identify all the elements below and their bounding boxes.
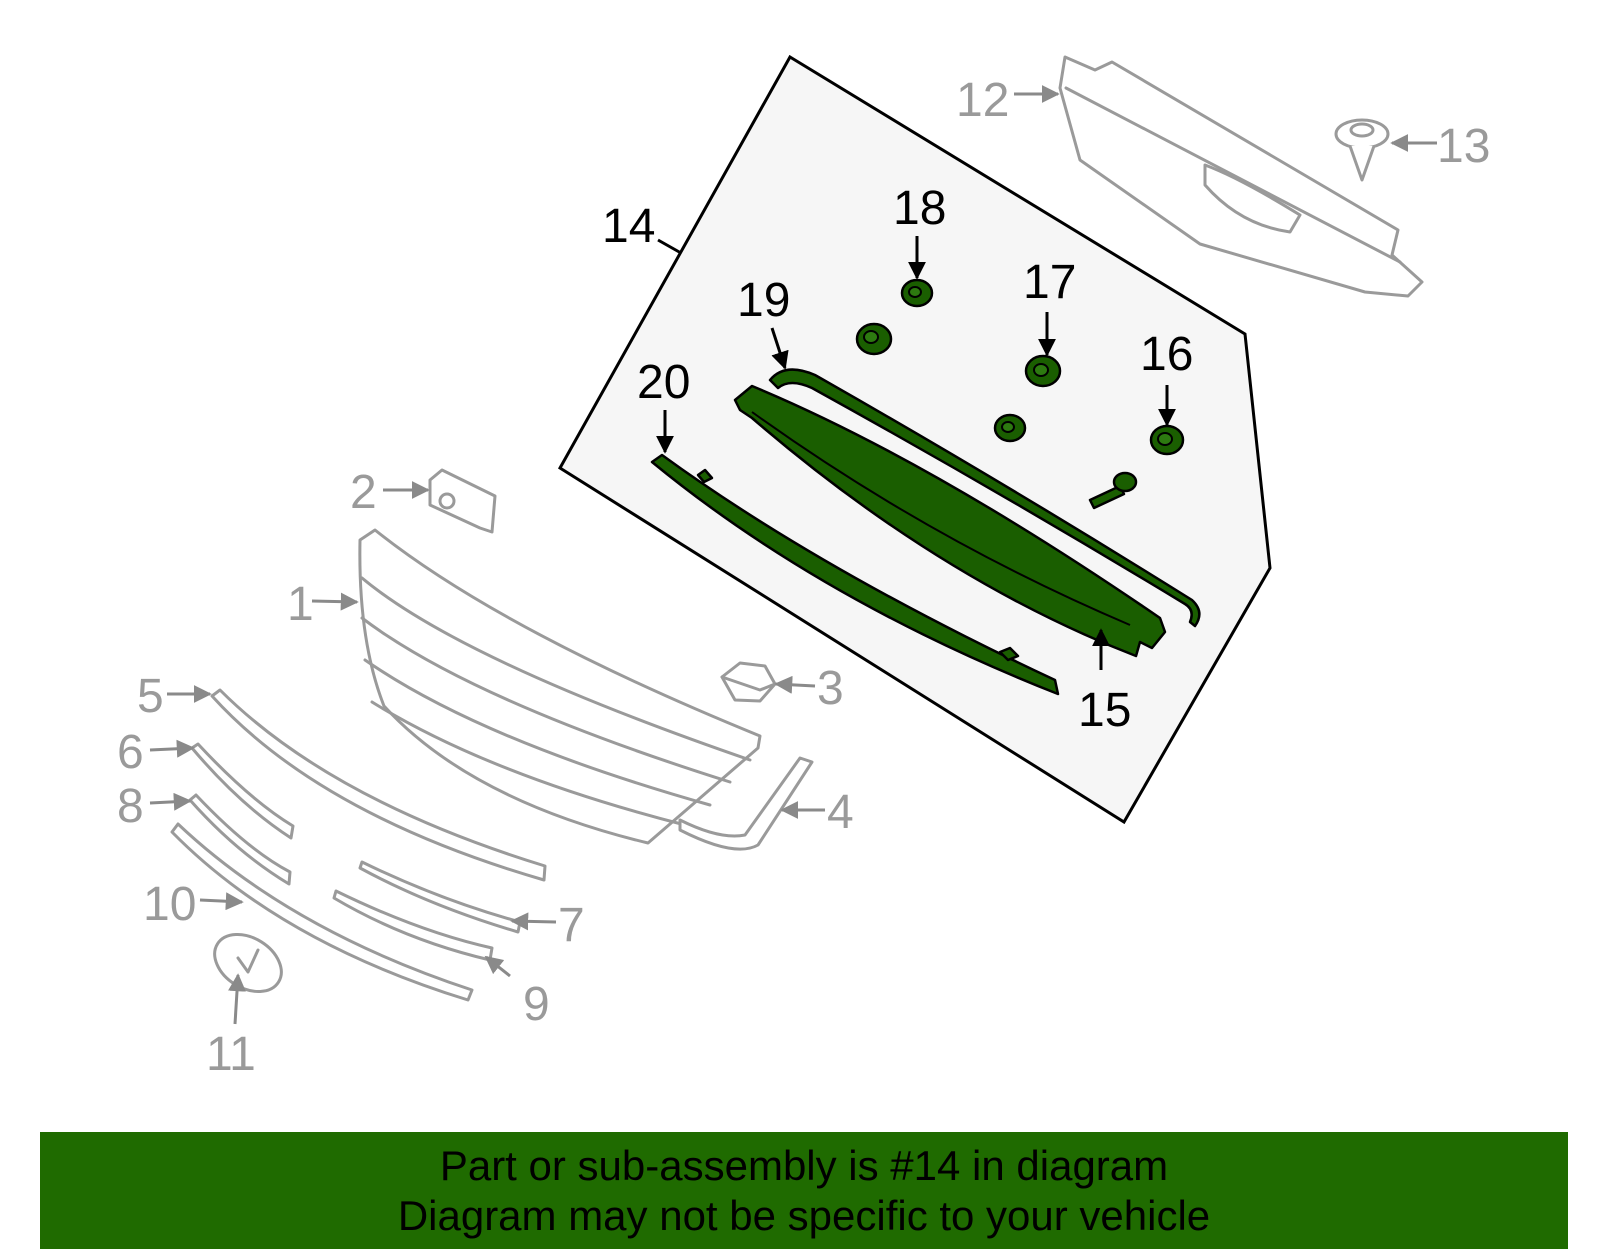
part-20-strip — [650, 453, 1060, 696]
callout-14: 14 — [602, 200, 655, 253]
callout-8: 8 — [117, 780, 144, 833]
footer-line-2: Diagram may not be specific to your vehi… — [397, 1191, 1211, 1239]
leader-14 — [657, 238, 682, 255]
part-15-main-panel — [733, 384, 1167, 658]
callout-18: 18 — [893, 182, 946, 235]
bolt — [1088, 471, 1138, 510]
callout-7: 7 — [558, 899, 585, 952]
leader-7 — [510, 912, 557, 931]
part-17-nut — [1024, 354, 1062, 388]
callout-3: 3 — [817, 662, 844, 715]
leader-1 — [311, 592, 359, 611]
callout-5: 5 — [137, 670, 164, 723]
part-20-tab — [696, 468, 714, 484]
part-5-molding — [210, 688, 547, 882]
callout-19: 19 — [737, 274, 790, 327]
leader-6 — [149, 739, 195, 758]
callout-1: 1 — [287, 578, 314, 631]
part-10-molding — [170, 822, 474, 1002]
part-18-nut — [900, 278, 934, 308]
callout-13: 13 — [1437, 120, 1490, 173]
leader-19 — [770, 327, 789, 370]
callout-12: 12 — [956, 74, 1009, 127]
part-8-molding — [188, 793, 292, 886]
footer-banner: Part or sub-assembly is #14 in diagram D… — [40, 1132, 1568, 1249]
part-6-molding — [190, 742, 295, 840]
callout-2: 2 — [350, 466, 377, 519]
leader-9 — [484, 955, 511, 978]
leader-10 — [199, 892, 244, 911]
callout-16: 16 — [1140, 328, 1193, 381]
leader-3 — [774, 675, 816, 694]
callout-15: 15 — [1078, 684, 1131, 737]
footer-line-1: Part or sub-assembly is #14 in diagram — [439, 1141, 1169, 1189]
part-3-nut — [720, 661, 777, 703]
callout-11: 11 — [206, 1028, 256, 1081]
part-2-bracket — [428, 468, 497, 534]
callout-10: 10 — [143, 878, 196, 931]
part-20-tab-2 — [998, 646, 1020, 662]
callout-17: 17 — [1023, 256, 1076, 309]
callout-4: 4 — [827, 786, 854, 839]
part-17-nut-2 — [993, 413, 1027, 443]
part-1-grille — [358, 528, 762, 845]
callout-6: 6 — [117, 726, 144, 779]
part-9-molding — [332, 889, 494, 962]
part-15-inner-edge — [751, 411, 1131, 626]
part-18-nut-2 — [855, 322, 893, 356]
leader-11 — [228, 973, 246, 1025]
part-13-clip — [1334, 118, 1390, 182]
leader-8 — [149, 792, 192, 811]
part-16-nut — [1149, 424, 1185, 456]
part-11-emblem — [213, 932, 283, 994]
callout-20: 20 — [637, 356, 690, 409]
part-12-upper-cover — [1058, 55, 1424, 298]
callout-9: 9 — [523, 978, 550, 1031]
part-19-strip — [768, 368, 1201, 628]
